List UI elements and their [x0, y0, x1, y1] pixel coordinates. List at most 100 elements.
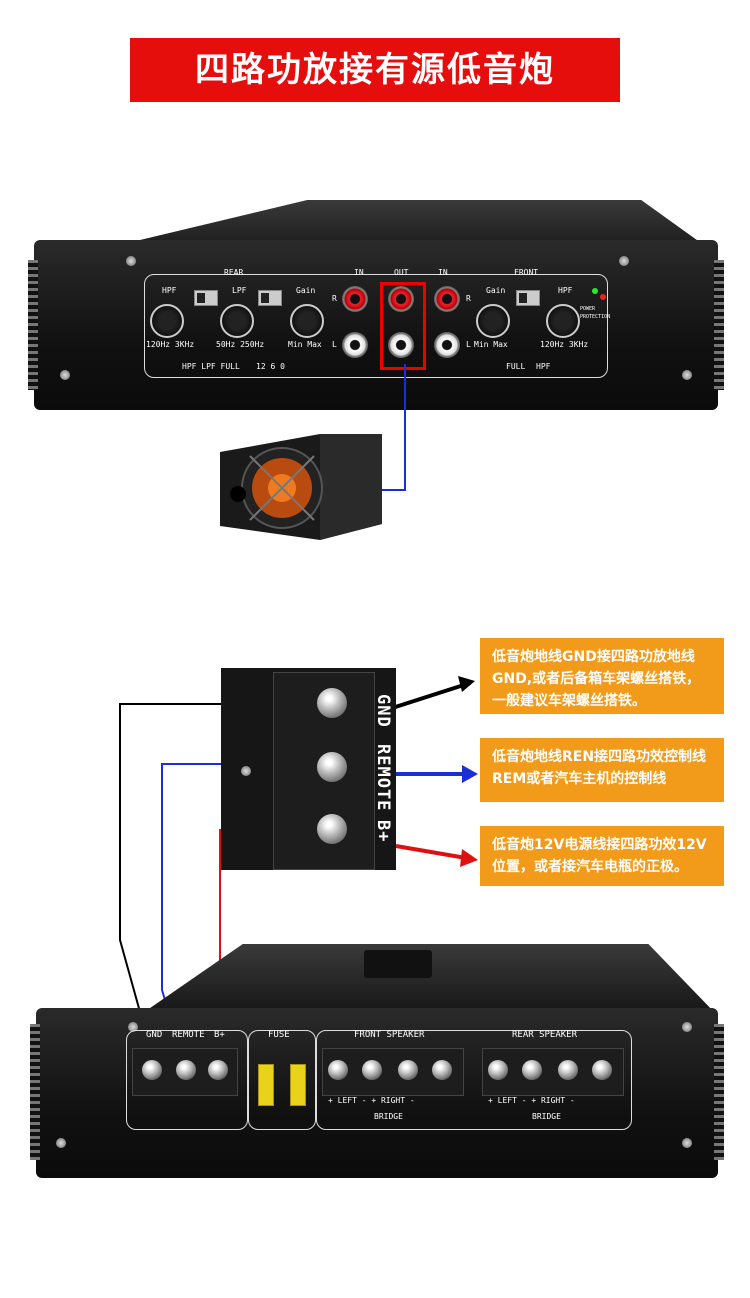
amplifier-bottom-view: GND REMOTE B+ FUSE FRONT SPEAKER REAR SP…	[30, 1008, 724, 1178]
lpf-label: LPF	[232, 286, 247, 295]
protection-led	[600, 294, 606, 300]
remote-screw[interactable]	[176, 1060, 196, 1080]
heatsink-fins-right	[714, 1024, 724, 1160]
front-mode-full: FULL	[506, 362, 526, 371]
screw	[126, 256, 136, 266]
bridge-rear-label: BRIDGE	[532, 1112, 561, 1121]
gnd-terminal-screw	[317, 688, 347, 718]
rca-in-r[interactable]	[342, 286, 368, 312]
terminal-closeup: GND REMOTE B+	[221, 668, 396, 870]
front-gain-label: Gain	[486, 286, 506, 295]
front-gain-range: Min Max	[474, 340, 508, 349]
lpf-knob[interactable]	[220, 304, 254, 338]
heatsink-fins-right	[714, 260, 724, 390]
slope-switch[interactable]	[258, 290, 282, 306]
rca-in-l[interactable]	[342, 332, 368, 358]
gain-knob[interactable]	[290, 304, 324, 338]
gain-range: Min Max	[288, 340, 322, 349]
front-left-plus[interactable]	[328, 1060, 348, 1080]
power-panel	[126, 1030, 248, 1130]
fuse-panel	[248, 1030, 316, 1130]
front-gain-knob[interactable]	[476, 304, 510, 338]
front-speaker-label: FRONT SPEAKER	[354, 1030, 425, 1040]
rca-front-in-l[interactable]	[434, 332, 460, 358]
bplus-callout: 低音炮12V电源线接四路功效12V位置，或者接汽车电瓶的正极。	[480, 826, 724, 886]
bplus-screw[interactable]	[208, 1060, 228, 1080]
rear-right-plus[interactable]	[558, 1060, 578, 1080]
slope-labels: 12 6 0	[256, 362, 285, 371]
screw	[682, 1138, 692, 1148]
rear-polarity: + LEFT - + RIGHT -	[488, 1096, 575, 1105]
gnd-arrow	[385, 681, 471, 712]
control-panel	[144, 274, 608, 378]
in-label-right: IN	[438, 268, 448, 277]
fuse-1[interactable]	[258, 1064, 274, 1106]
rear-right-minus[interactable]	[592, 1060, 612, 1080]
hpf-label: HPF	[162, 286, 177, 295]
r-label-front: R	[466, 294, 471, 303]
fuse-2[interactable]	[290, 1064, 306, 1106]
front-right-minus[interactable]	[432, 1060, 452, 1080]
mode-labels: HPF LPF FULL	[182, 362, 240, 371]
rear-label: REAR	[224, 268, 244, 277]
bridge-front-label: BRIDGE	[374, 1112, 403, 1121]
lpf-range: 50Hz 250Hz	[216, 340, 265, 349]
screw	[619, 256, 629, 266]
remote-terminal-screw	[317, 752, 347, 782]
out-label: OUT	[394, 268, 409, 277]
screw	[56, 1138, 66, 1148]
gnd-screw[interactable]	[142, 1060, 162, 1080]
gnd-label-bottom: GND	[146, 1030, 163, 1040]
power-led	[592, 288, 598, 294]
title-banner: 四路功放接有源低音炮	[130, 38, 620, 102]
heatsink-fins-left	[30, 1024, 40, 1160]
subwoofer-image	[220, 434, 382, 540]
gnd-arrow-head	[458, 676, 475, 692]
fuse-label: FUSE	[268, 1030, 290, 1040]
bplus-arrow-head	[460, 849, 478, 867]
gnd-callout: 低音炮地线GND接四路功放地线GND,或者后备箱车架螺丝搭铁，一般建议车架螺丝搭…	[480, 638, 724, 714]
remote-label-bottom: REMOTE	[172, 1030, 205, 1040]
bplus-label-bottom: B+	[214, 1030, 225, 1040]
front-mode-hpf: HPF	[536, 362, 551, 371]
rem-arrow-head	[462, 765, 478, 783]
rca-out-l[interactable]	[388, 332, 414, 358]
front-right-plus[interactable]	[398, 1060, 418, 1080]
rem-callout: 低音炮地线REN接四路功效控制线REM或者汽车主机的控制线	[480, 738, 724, 802]
hpf-knob[interactable]	[150, 304, 184, 338]
bplus-label: B+	[373, 820, 393, 843]
screw	[128, 1022, 138, 1032]
screw	[682, 370, 692, 380]
l-label: L	[332, 340, 337, 349]
protection-label: PROTECTION	[580, 314, 611, 320]
power-label: POWER	[580, 306, 596, 312]
front-polarity: + LEFT - + RIGHT -	[328, 1096, 415, 1105]
in-label-left: IN	[354, 268, 364, 277]
r-label: R	[332, 294, 337, 303]
rear-speaker-label: REAR SPEAKER	[512, 1030, 578, 1040]
speaker-panel	[316, 1030, 632, 1130]
remote-label: REMOTE	[373, 744, 393, 812]
heatsink-fins-left	[28, 260, 38, 390]
hpf-range: 120Hz 3KHz	[146, 340, 195, 349]
bplus-terminal-screw	[317, 814, 347, 844]
screw	[60, 370, 70, 380]
front-left-minus[interactable]	[362, 1060, 382, 1080]
rear-left-minus[interactable]	[522, 1060, 542, 1080]
front-mode-switch[interactable]	[516, 290, 540, 306]
front-hpf-knob[interactable]	[546, 304, 580, 338]
front-hpf-label: HPF	[558, 286, 573, 295]
rca-out-r[interactable]	[388, 286, 414, 312]
front-hpf-range: 120Hz 3KHz	[540, 340, 589, 349]
l-label-front: L	[466, 340, 471, 349]
rear-left-plus[interactable]	[488, 1060, 508, 1080]
mode-switch[interactable]	[194, 290, 218, 306]
front-label: FRONT	[514, 268, 539, 277]
bplus-arrow	[395, 844, 467, 860]
screw	[682, 1022, 692, 1032]
rca-front-in-r[interactable]	[434, 286, 460, 312]
screw	[241, 766, 251, 776]
amplifier-top-view: REAR IN OUT IN FRONT HPF 120Hz 3KHz HPF …	[28, 240, 724, 410]
amp-handle	[364, 950, 432, 978]
gnd-label: GND	[373, 694, 393, 728]
